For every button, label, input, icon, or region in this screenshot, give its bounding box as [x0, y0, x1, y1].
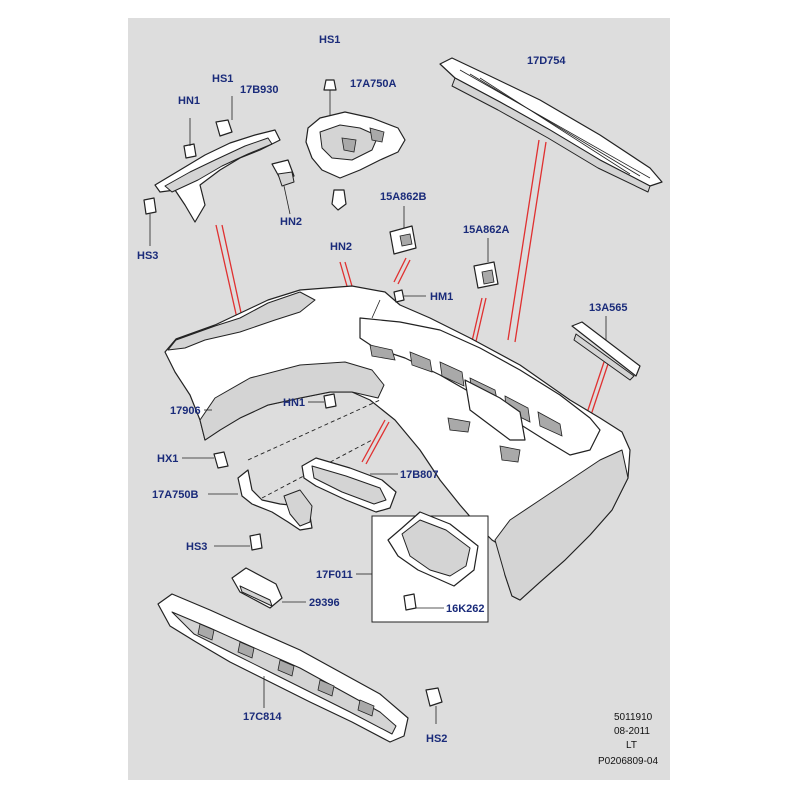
clips: [389, 206, 499, 303]
label-17a750a: 17A750A: [350, 78, 397, 90]
label-17d754: 17D754: [527, 55, 566, 67]
label-15a862b: 15A862B: [380, 191, 427, 203]
footer-line-3: LT: [626, 740, 637, 751]
lower-bracket-b: [208, 399, 381, 551]
label-hn1-mid: HN1: [283, 397, 305, 409]
footer-line-4: P0206809-04: [598, 756, 658, 767]
label-13a565: 13A565: [589, 302, 628, 314]
inset-17f011: [356, 511, 489, 623]
drawing-footer: 5011910 08-2011 LT P0206809-04: [598, 712, 658, 767]
label-17906: 17906: [170, 405, 201, 417]
part-labels: HS1 17A750A 17D754 HS1 17B930 HN1 HN2 HS…: [137, 34, 628, 745]
grille-panel: [301, 457, 398, 513]
label-hn2-left: HN2: [280, 216, 302, 228]
label-hn2-mid: HN2: [330, 241, 352, 253]
label-17a750b: 17A750B: [152, 489, 199, 501]
label-17b930: 17B930: [240, 84, 279, 96]
sensor-29396: [231, 567, 306, 609]
label-hx1: HX1: [157, 453, 178, 465]
label-hs3-bottom: HS3: [186, 541, 207, 553]
label-29396: 29396: [309, 597, 340, 609]
label-hn1-left: HN1: [178, 95, 200, 107]
label-17f011: 17F011: [316, 569, 353, 581]
bumper-cover: [164, 285, 631, 601]
upper-bracket-b: [143, 96, 295, 246]
label-17c814: 17C814: [243, 711, 282, 723]
footer-line-1: 5011910: [614, 712, 653, 723]
mid-fasteners: [182, 393, 337, 469]
label-hs2: HS2: [426, 733, 447, 745]
label-hs3-top: HS3: [137, 250, 158, 262]
upper-bracket-a: [305, 79, 406, 211]
label-hm1: HM1: [430, 291, 453, 303]
side-strip: [571, 316, 641, 381]
label-hs1-top: HS1: [319, 34, 340, 46]
footer-line-2: 08-2011: [614, 726, 650, 737]
label-16k262: 16K262: [446, 603, 485, 615]
energy-absorber: [157, 593, 443, 743]
label-17b807: 17B807: [400, 469, 439, 481]
label-hs1-left: HS1: [212, 73, 233, 85]
label-15a862a: 15A862A: [463, 224, 510, 236]
step-pad: [439, 57, 663, 193]
